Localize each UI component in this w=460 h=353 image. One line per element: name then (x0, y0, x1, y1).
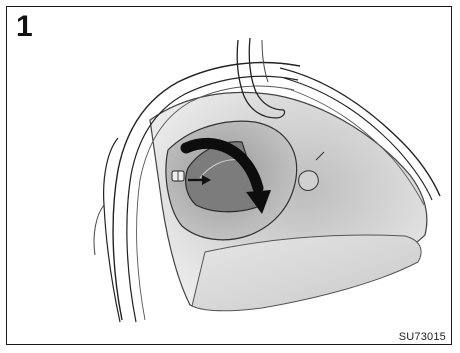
step-number: 1 (16, 12, 33, 42)
fastener-knob (299, 171, 319, 191)
figure-code: SU73015 (399, 331, 446, 343)
cover-latch-icon (172, 171, 184, 181)
